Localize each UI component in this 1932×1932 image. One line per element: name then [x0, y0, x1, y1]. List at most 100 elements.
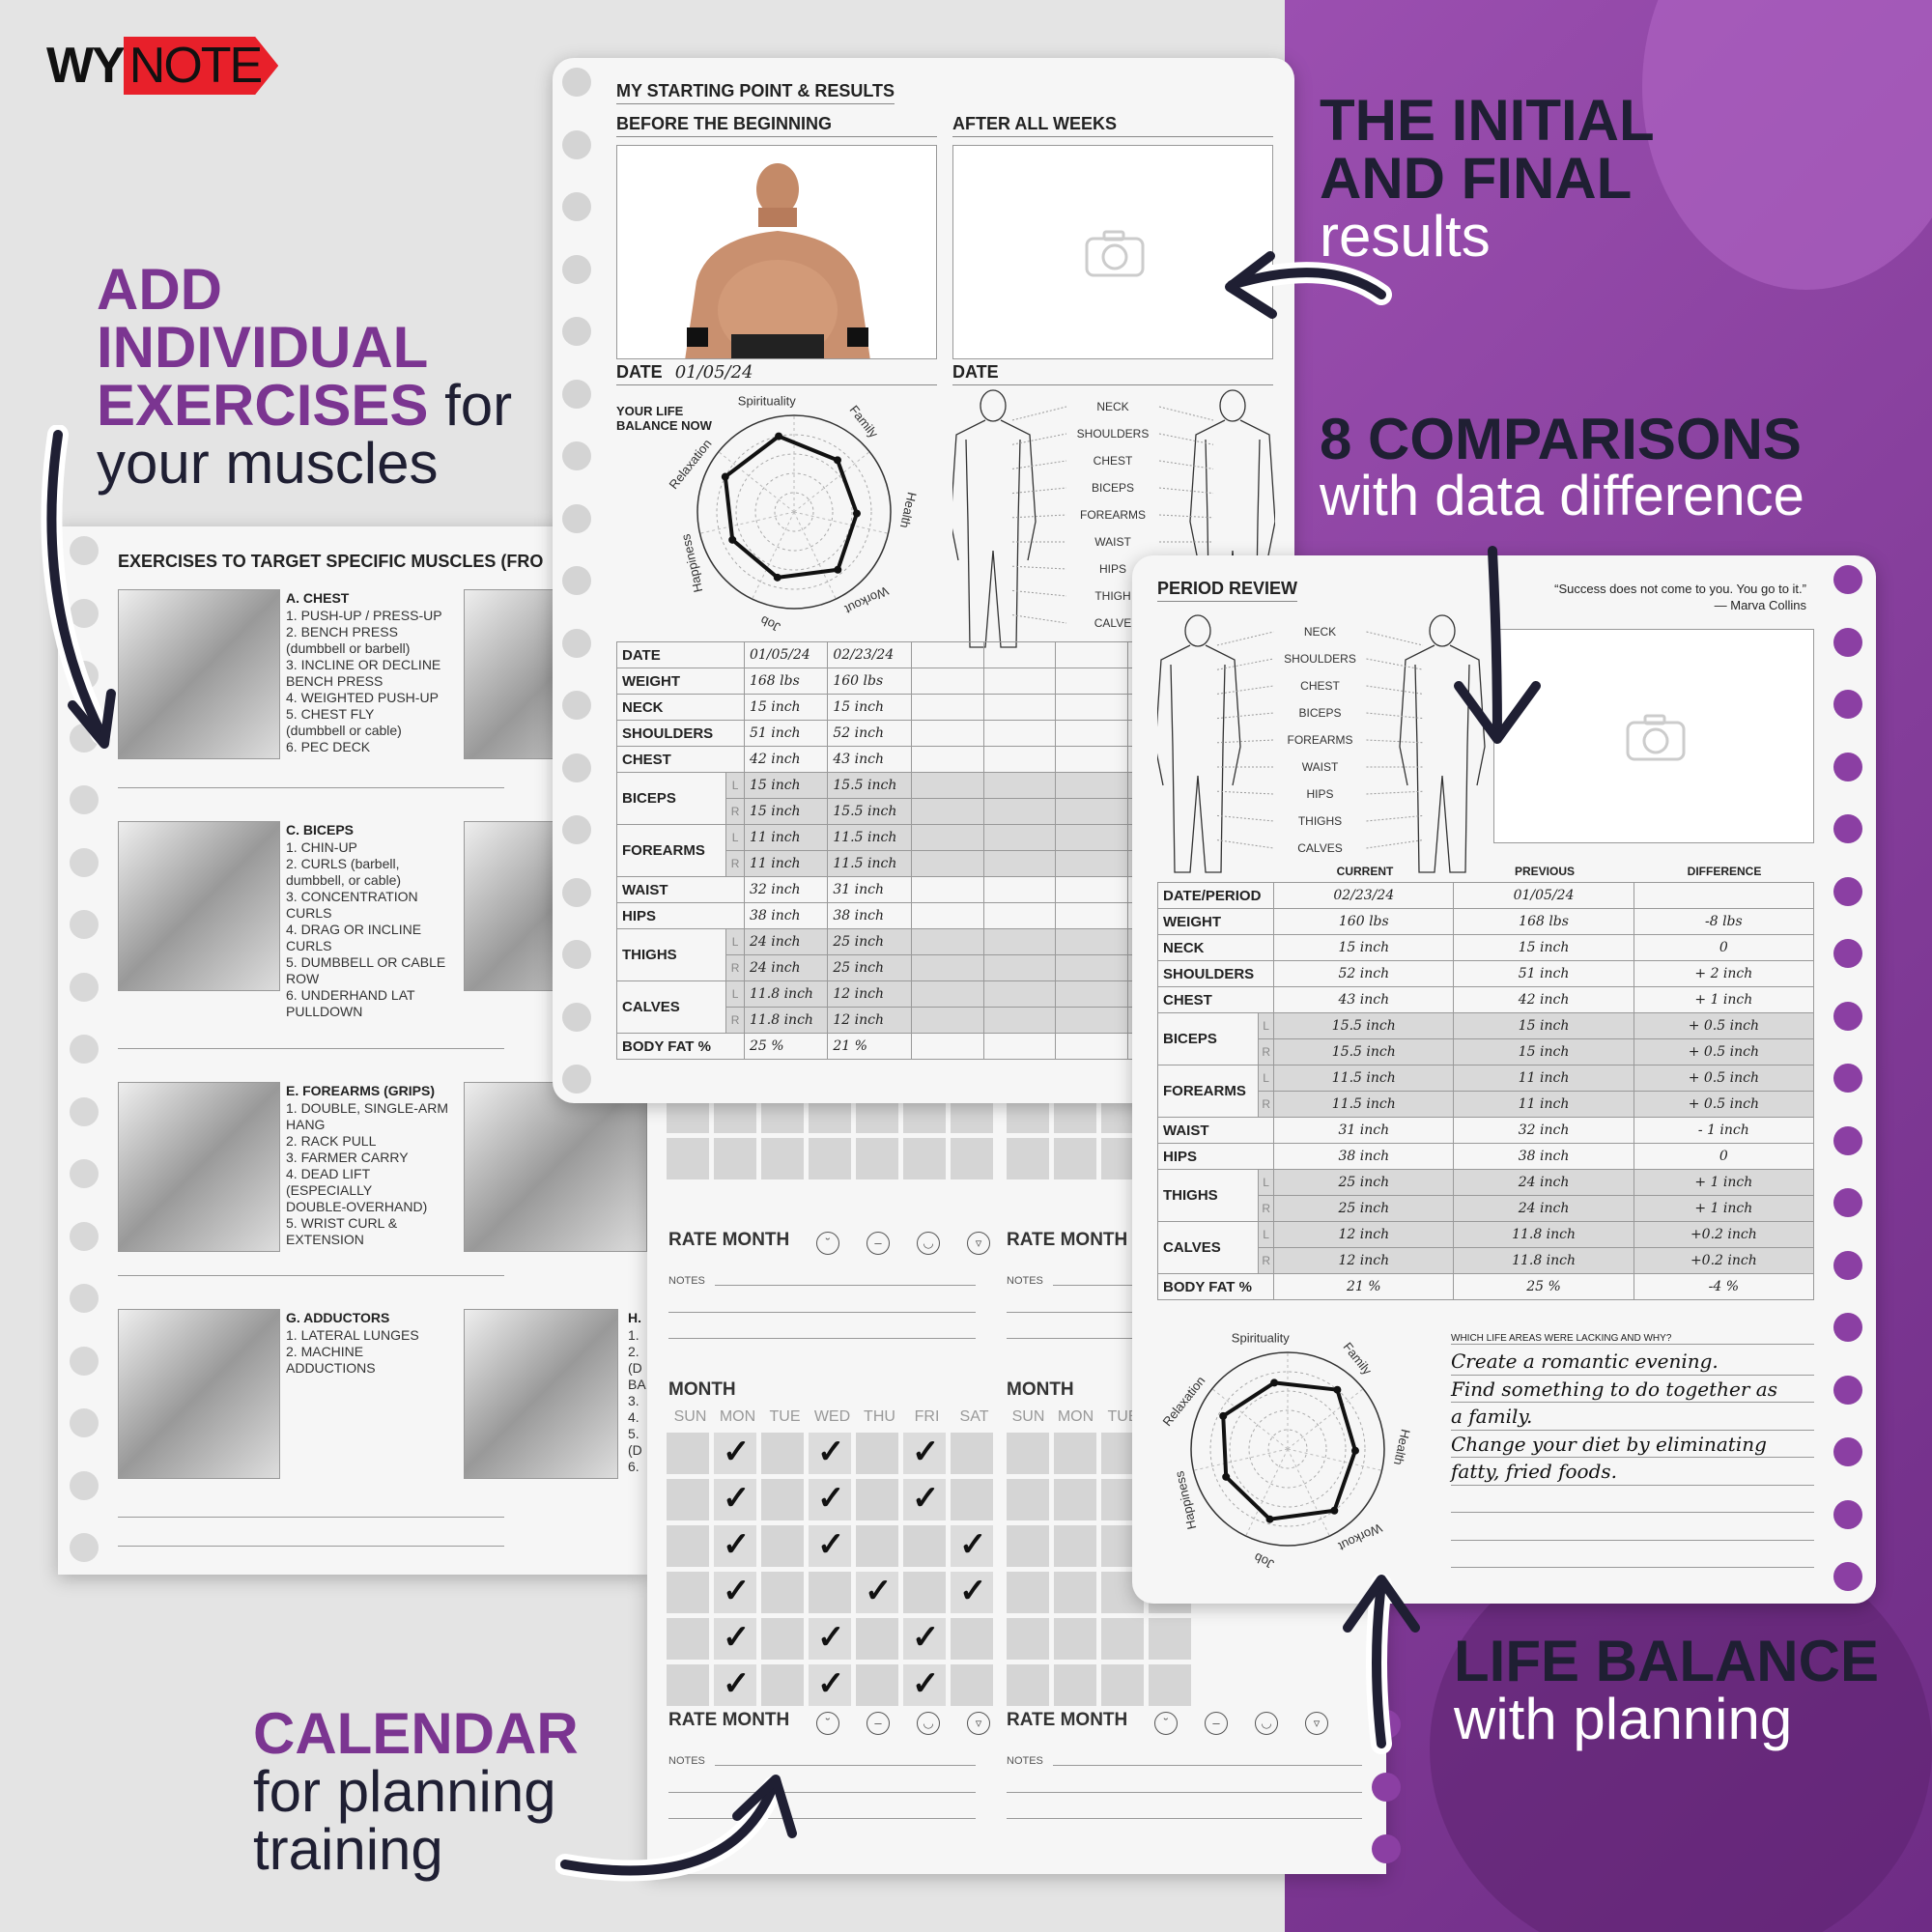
smiley-rating-icon[interactable]: ◡	[1255, 1712, 1278, 1735]
calendar-day[interactable]	[761, 1618, 804, 1660]
biceps-illustration	[118, 821, 280, 991]
calendar-day[interactable]	[1007, 1525, 1049, 1567]
smiley-rating-icon[interactable]: –	[1205, 1712, 1228, 1735]
calendar-day[interactable]	[761, 1433, 804, 1474]
check-icon: ✓	[817, 1619, 845, 1656]
calendar-day[interactable]	[903, 1525, 946, 1567]
calendar-day[interactable]	[1007, 1433, 1049, 1474]
calendar-day[interactable]: ✓	[856, 1572, 898, 1613]
calendar-day[interactable]: ✓	[951, 1525, 993, 1567]
calendar-day[interactable]	[667, 1479, 709, 1520]
calendar-day[interactable]	[667, 1618, 709, 1660]
smiley-rating-icon[interactable]: ◡	[917, 1232, 940, 1255]
calendar-day[interactable]: ✓	[809, 1525, 851, 1567]
binding-hole	[70, 1159, 99, 1188]
calendar-day[interactable]: ✓	[809, 1618, 851, 1660]
calendar-day[interactable]: ✓	[714, 1479, 756, 1520]
calendar-day[interactable]	[856, 1618, 898, 1660]
calendar-day[interactable]	[1101, 1618, 1144, 1660]
calendar-day[interactable]: ✓	[903, 1433, 946, 1474]
smiley-rating-icon[interactable]: ˘	[816, 1712, 839, 1735]
calendar-day[interactable]	[1149, 1618, 1191, 1660]
smiley-rating-icon[interactable]: ▿	[1305, 1712, 1328, 1735]
calendar-day[interactable]	[1054, 1525, 1096, 1567]
calendar-day[interactable]	[856, 1664, 898, 1706]
calendar-day[interactable]	[809, 1572, 851, 1613]
calendar-day[interactable]: ✓	[714, 1433, 756, 1474]
calendar-day[interactable]: ✓	[903, 1479, 946, 1520]
calendar-day[interactable]	[856, 1525, 898, 1567]
calendar-day[interactable]	[761, 1664, 804, 1706]
smiley-rating-icon[interactable]: ◡	[917, 1712, 940, 1735]
calendar-day[interactable]	[1007, 1572, 1049, 1613]
calendar-day[interactable]	[1054, 1572, 1096, 1613]
calendar-day[interactable]	[1007, 1618, 1049, 1660]
binding-hole	[70, 1408, 99, 1437]
calendar-day[interactable]	[809, 1138, 851, 1179]
binding-hole	[1833, 627, 1862, 657]
rate-month-label: RATE MONTH	[668, 1710, 790, 1730]
calendar-day[interactable]	[903, 1138, 946, 1179]
smiley-rating-icon[interactable]: ˘	[816, 1232, 839, 1255]
calendar-day[interactable]	[951, 1618, 993, 1660]
calendar-day[interactable]: ✓	[903, 1618, 946, 1660]
smiley-rating-icon[interactable]: ˘	[1154, 1712, 1178, 1735]
calendar-day[interactable]	[761, 1525, 804, 1567]
calendar-day[interactable]	[856, 1138, 898, 1179]
body-label: NECK	[1096, 400, 1128, 413]
calendar-day[interactable]	[714, 1138, 756, 1179]
calendar-day[interactable]	[667, 1433, 709, 1474]
calendar-day[interactable]	[1149, 1664, 1191, 1706]
calendar-day[interactable]	[1054, 1138, 1096, 1179]
body-measurement-diagram: NECKSHOULDERSCHESTBICEPSFOREARMSWAISTHIP…	[1157, 614, 1486, 873]
calendar-day[interactable]	[667, 1525, 709, 1567]
calendar-day[interactable]	[1007, 1138, 1049, 1179]
calendar-day[interactable]: ✓	[714, 1664, 756, 1706]
smiley-rating-icon[interactable]: ▿	[967, 1232, 990, 1255]
after-photo-placeholder	[952, 145, 1273, 359]
calendar-day[interactable]	[667, 1664, 709, 1706]
calendar-day[interactable]	[856, 1479, 898, 1520]
calendar-day[interactable]	[1054, 1618, 1096, 1660]
calendar-day[interactable]	[761, 1572, 804, 1613]
calendar-day[interactable]: ✓	[714, 1618, 756, 1660]
calendar-day[interactable]: ✓	[809, 1479, 851, 1520]
check-icon: ✓	[817, 1665, 845, 1702]
binding-hole	[70, 598, 99, 628]
calendar-day[interactable]: ✓	[809, 1664, 851, 1706]
calendar-day[interactable]	[951, 1433, 993, 1474]
calendar-day[interactable]	[1007, 1479, 1049, 1520]
calendar-day[interactable]: ✓	[903, 1664, 946, 1706]
calendar-day[interactable]	[951, 1664, 993, 1706]
smiley-rating-icon[interactable]: ▿	[967, 1712, 990, 1735]
block-items: 1. DOUBLE, SINGLE-ARM HANG 2. RACK PULL …	[286, 1100, 449, 1247]
calendar-day[interactable]: ✓	[809, 1433, 851, 1474]
calendar-day[interactable]	[856, 1433, 898, 1474]
calendar-day[interactable]	[903, 1572, 946, 1613]
smiley-rating-icon[interactable]: –	[867, 1712, 890, 1735]
smiley-rating-icon[interactable]: –	[867, 1232, 890, 1255]
calendar-day[interactable]	[1054, 1433, 1096, 1474]
calendar-day[interactable]	[951, 1479, 993, 1520]
calendar-day[interactable]	[761, 1479, 804, 1520]
calendar-day[interactable]: ✓	[714, 1572, 756, 1613]
calendar-day[interactable]	[951, 1138, 993, 1179]
arrow-up-right-icon	[555, 1775, 797, 1882]
calendar-day[interactable]	[1054, 1479, 1096, 1520]
calendar-day[interactable]	[1101, 1664, 1144, 1706]
calendar-day[interactable]	[1007, 1664, 1049, 1706]
calendar-day[interactable]	[1054, 1664, 1096, 1706]
svg-text:Health: Health	[1391, 1428, 1413, 1466]
calendar-day[interactable]	[667, 1572, 709, 1613]
calendar-day[interactable]	[761, 1138, 804, 1179]
calendar-day[interactable]: ✓	[714, 1525, 756, 1567]
month-label: MONTH	[1007, 1379, 1074, 1400]
binding-hole	[70, 1096, 99, 1126]
calendar-day[interactable]	[667, 1138, 709, 1179]
calendar-day[interactable]: ✓	[951, 1572, 993, 1613]
